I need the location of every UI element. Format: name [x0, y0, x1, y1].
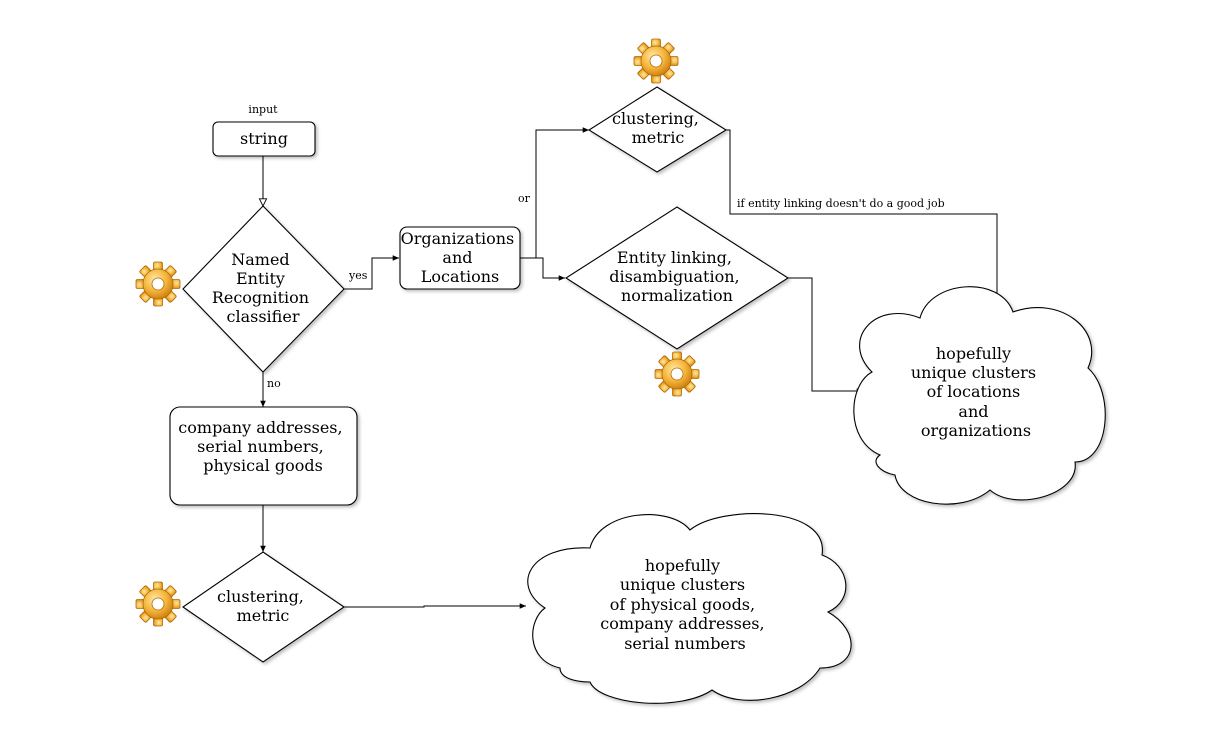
edge-label-yes: yes	[348, 269, 368, 282]
clustering-bottom-label: clustering, metric	[217, 587, 309, 625]
ner-line-3: Recognition	[212, 288, 309, 307]
gear-icon	[135, 581, 181, 627]
clustering-top-line-1: clustering,	[612, 109, 699, 128]
company-line-1: company addresses,	[178, 418, 342, 437]
clustering-top-node: clustering, metric	[587, 86, 728, 173]
edge-clustering-bottom-to-cloud-bottom	[344, 603, 526, 609]
clustering-bottom-line-2: metric	[237, 606, 290, 625]
edge-label-fallback: if entity linking doesn't do a good job	[737, 197, 945, 210]
ner-classifier-node: Named Entity Recognition classifier	[182, 205, 345, 373]
string-node: string	[212, 121, 316, 157]
org-loc-node: Organizations and Locations	[399, 226, 521, 290]
company-line-2: serial numbers,	[197, 437, 324, 456]
cloud-bottom-line-3: of physical goods,	[610, 595, 755, 614]
edge-clustering-top-to-cloud-right	[726, 129, 1000, 302]
cloud-physical-goods: hopefully unique clusters of physical go…	[527, 513, 852, 704]
edge-ner-to-org-loc	[344, 255, 399, 290]
edge-label-or: or	[518, 192, 531, 205]
entity-linking-label: Entity linking, disambiguation, normaliz…	[609, 248, 744, 305]
cloud-locations-organizations: hopefully unique clusters of locations a…	[853, 286, 1106, 505]
cloud-right-line-4: and	[958, 402, 988, 421]
cloud-bottom-line-2: unique clusters	[620, 575, 745, 594]
edges	[263, 127, 1000, 609]
company-label: company addresses, serial numbers, physi…	[178, 418, 347, 475]
edge-label-no: no	[267, 377, 281, 390]
org-loc-line-2: and	[442, 248, 472, 267]
ner-line-2: Entity	[236, 269, 285, 288]
org-loc-line-3: Locations	[421, 267, 499, 286]
input-label: input	[248, 103, 278, 116]
edge-org-loc-to-entity-linking	[520, 257, 565, 281]
edge-entity-linking-to-cloud-right	[788, 277, 863, 394]
org-loc-label: Organizations and Locations	[401, 229, 520, 286]
cloud-right-line-1: hopefully	[936, 344, 1011, 363]
company-line-3: physical goods	[203, 456, 323, 475]
org-loc-line-1: Organizations	[401, 229, 515, 248]
cloud-right-line-3: of locations	[927, 382, 1021, 401]
cloud-bottom-line-1: hopefully	[645, 556, 720, 575]
cloud-bottom-label: hopefully unique clusters of physical go…	[600, 556, 769, 653]
entity-linking-line-2: disambiguation,	[609, 267, 739, 286]
cloud-bottom-line-5: serial numbers	[624, 634, 746, 653]
clustering-bottom-node: clustering, metric	[182, 551, 345, 663]
ner-line-1: Named	[231, 250, 289, 269]
entity-linking-line-1: Entity linking,	[617, 248, 732, 267]
cloud-bottom-line-4: company addresses,	[600, 614, 764, 633]
cloud-right-line-5: organizations	[921, 421, 1031, 440]
cloud-right-line-2: unique clusters	[911, 363, 1036, 382]
company-node: company addresses, serial numbers, physi…	[169, 406, 358, 506]
gear-icon	[135, 261, 181, 307]
clustering-bottom-line-1: clustering,	[217, 587, 304, 606]
clustering-top-label: clustering, metric	[612, 109, 704, 147]
entity-linking-node: Entity linking, disambiguation, normaliz…	[564, 206, 790, 350]
string-node-label: string	[240, 129, 288, 148]
edge-org-loc-to-clustering-top	[520, 127, 589, 259]
gear-icon	[633, 38, 679, 84]
gear-icon	[654, 351, 700, 397]
clustering-top-line-2: metric	[632, 128, 685, 147]
cloud-right-label: hopefully unique clusters of locations a…	[911, 344, 1041, 440]
ner-line-4: classifier	[227, 307, 300, 326]
ner-classifier-label: Named Entity Recognition classifier	[212, 250, 314, 326]
entity-linking-line-3: normalization	[621, 286, 733, 305]
